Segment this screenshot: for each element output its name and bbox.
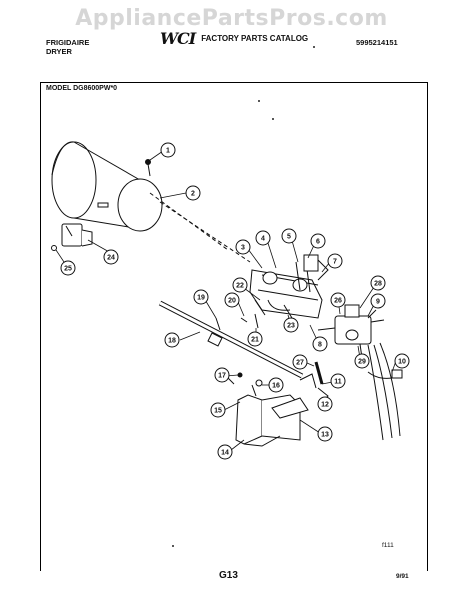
svg-text:15: 15 [214,408,222,415]
svg-text:25: 25 [64,266,72,273]
callout-27: 27 [292,354,308,370]
svg-text:12: 12 [321,402,329,409]
svg-text:22: 22 [236,283,244,290]
svg-text:8: 8 [318,342,322,349]
callout-3: 3 [235,239,251,255]
model-number: MODEL DG8600PW*0 [46,85,118,92]
catalog-part-number: 5995214151 [356,38,398,47]
svg-text:20: 20 [228,298,236,305]
svg-text:16: 16 [272,383,280,390]
callout-26: 26 [330,292,346,308]
svg-text:29: 29 [358,359,366,366]
watermark: AppliancePartsPros.com [75,6,388,31]
burner-assembly [249,254,329,319]
svg-text:1: 1 [166,148,170,155]
callout-24: 24 [103,249,119,265]
diagram-frame [40,82,428,571]
callout-14: 14 [217,444,233,460]
callout-13: 13 [317,426,333,442]
callout-29: 29 [354,353,370,369]
callout-1: 1 [160,142,176,158]
svg-text:17: 17 [218,373,226,380]
svg-text:10: 10 [398,359,406,366]
callout-18: 18 [164,332,180,348]
callout-20: 20 [224,292,240,308]
speck [313,46,315,48]
svg-text:2: 2 [191,191,195,198]
revision-date: 9/91 [396,573,409,580]
brand-name: FRIGIDAIRE [46,38,90,47]
callout-15: 15 [210,402,226,418]
catalog-title: FACTORY PARTS CATALOG [201,34,309,43]
callout-6: 6 [310,233,326,249]
gas-valve [317,304,385,359]
catalog-header: WCI FACTORY PARTS CATALOG [160,29,309,48]
callout-28: 28 [370,275,386,291]
callout-12: 12 [317,396,333,412]
svg-text:6: 6 [316,239,320,246]
callout-7: 7 [327,253,343,269]
callout-22: 22 [232,277,248,293]
speck [272,118,274,120]
callout-23: 23 [283,317,299,333]
svg-text:28: 28 [374,281,382,288]
svg-text:7: 7 [333,259,337,266]
callout-4: 4 [255,230,271,246]
callout-11: 11 [330,373,346,389]
callout-16: 16 [268,377,284,393]
svg-text:18: 18 [168,338,176,345]
gas-pipe [158,300,304,379]
svg-text:9: 9 [376,299,380,306]
diagram-code: f111 [382,542,394,549]
svg-text:4: 4 [261,236,265,243]
callout-5: 5 [281,228,297,244]
speck [258,100,260,102]
callout-9: 9 [370,293,386,309]
svg-text:5: 5 [287,234,291,241]
product-type: DRYER [46,47,72,56]
callout-10: 10 [394,353,410,369]
callout-17: 17 [214,367,230,383]
door-switch [51,223,93,251]
page-code: G13 [219,570,238,581]
svg-text:27: 27 [296,360,304,367]
wci-logo: WCI [160,29,196,48]
svg-text:19: 19 [197,295,205,302]
brand-block: FRIGIDAIRE DRYER [46,38,89,56]
callout-21: 21 [247,331,263,347]
svg-text:3: 3 [241,245,245,252]
speck [172,545,174,547]
mounting-bracket [225,375,309,447]
callout-25: 25 [60,260,76,276]
svg-text:23: 23 [287,323,295,330]
callout-2: 2 [185,185,201,201]
small-hardware [145,159,259,378]
drum-part [51,141,251,263]
callout-markers: 1 2 3 4 5 6 7 8 9 10 11 12 13 14 15 16 1… [60,142,410,460]
svg-text:21: 21 [251,337,259,344]
svg-text:13: 13 [321,432,329,439]
wire-harness [367,342,403,441]
svg-text:24: 24 [107,255,115,262]
svg-text:14: 14 [221,450,229,457]
callout-8: 8 [312,336,328,352]
svg-text:11: 11 [334,379,342,386]
pipe-fittings [299,361,329,403]
svg-text:26: 26 [334,298,342,305]
callout-19: 19 [193,289,209,305]
